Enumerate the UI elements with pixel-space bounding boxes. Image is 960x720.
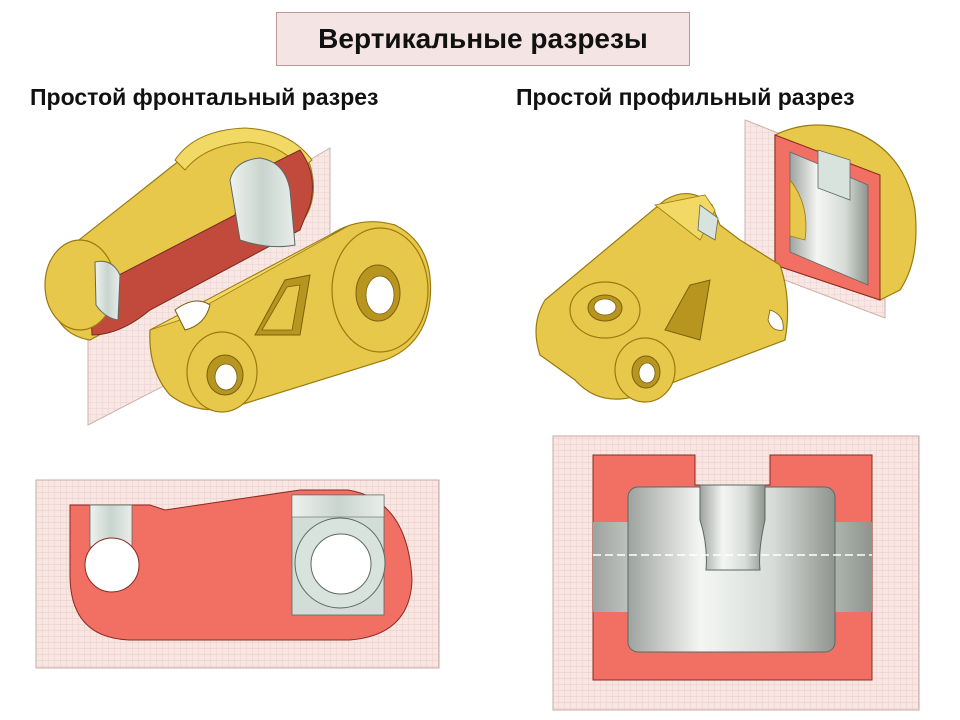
profile-cut-part — [774, 124, 917, 301]
page-title-box: Вертикальные разрезы — [276, 12, 690, 66]
frontal-3d-model — [44, 127, 432, 426]
page-title: Вертикальные разрезы — [318, 23, 648, 54]
profile-section-heading: Простой профильный разрез — [516, 84, 855, 110]
whole-link-part — [149, 221, 432, 413]
cut-link-part — [44, 127, 314, 341]
profile-section-view — [552, 435, 920, 711]
frontal-section-heading: Простой фронтальный разрез — [30, 84, 379, 110]
frontal-section-view — [35, 479, 440, 669]
profile-whole-part — [535, 193, 789, 403]
profile-3d-model — [535, 119, 917, 403]
